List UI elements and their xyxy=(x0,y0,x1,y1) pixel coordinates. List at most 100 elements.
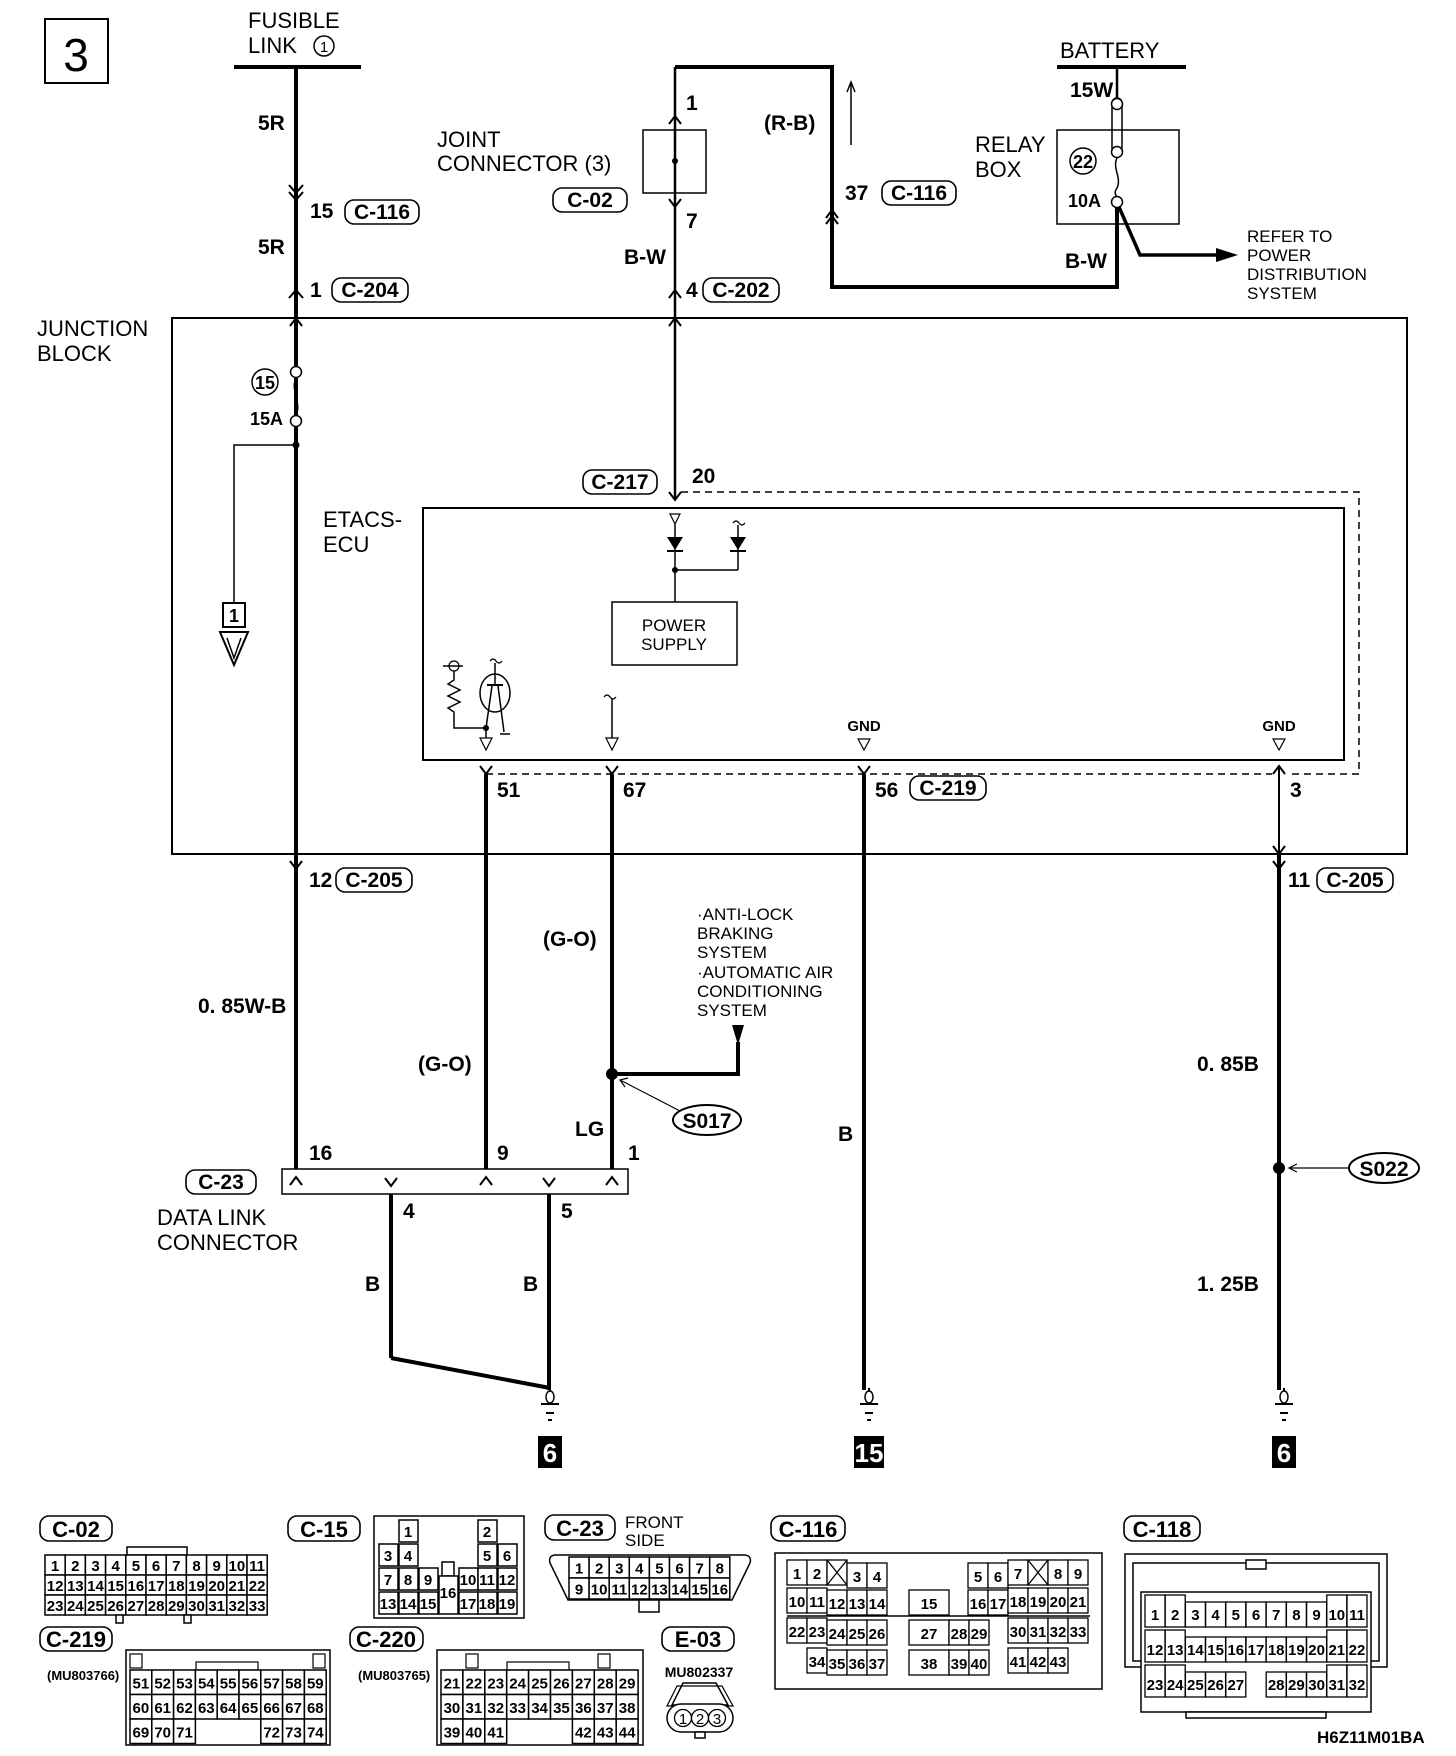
ground-icon xyxy=(864,1390,874,1404)
pin-cell: 20 xyxy=(208,1578,225,1595)
svg-text:11: 11 xyxy=(479,1572,495,1589)
pin-cell: 43 xyxy=(597,1724,614,1741)
pin-cell: 9 xyxy=(213,1558,221,1575)
svg-text:19: 19 xyxy=(499,1596,516,1613)
pin-cell: 4 xyxy=(112,1558,121,1575)
pin-cell: 12 xyxy=(47,1578,64,1595)
wire-label-b-4: B xyxy=(365,1273,380,1296)
pin-cell: 66 xyxy=(263,1700,280,1717)
pin-1-joint: 1 xyxy=(686,92,698,115)
pin-cell: 5 xyxy=(132,1558,140,1575)
pin-cell: 31 xyxy=(208,1598,225,1615)
pin-cell: 6 xyxy=(152,1558,160,1575)
relay-box-label: RELAY xyxy=(975,132,1046,157)
pin-cell: 33 xyxy=(509,1700,526,1717)
pin-cell: 26 xyxy=(107,1598,124,1615)
connector-c217-tag: C-217 xyxy=(591,471,648,494)
pin-cell: 57 xyxy=(263,1675,280,1692)
pin-7-joint: 7 xyxy=(686,210,698,233)
pin-cell: 31 xyxy=(466,1700,483,1717)
pin-cell: 14 xyxy=(671,1582,688,1599)
pin-cell: 13 xyxy=(651,1582,668,1599)
splice-s022-dot xyxy=(1273,1162,1285,1174)
other-systems-text: ·ANTI-LOCK xyxy=(697,905,794,924)
ground-number: 6 xyxy=(1277,1438,1291,1468)
pin-cell: 52 xyxy=(154,1675,171,1692)
pin-cell: 25 xyxy=(531,1675,548,1692)
pin-cell: 60 xyxy=(133,1700,150,1717)
power-supply-label-2: SUPPLY xyxy=(641,635,707,654)
pin-cell: 16 xyxy=(1227,1642,1244,1659)
refer-text: REFER TO xyxy=(1247,227,1332,246)
pin-cell: 5 xyxy=(974,1569,982,1586)
wire-label-go: (G-O) xyxy=(543,928,597,951)
wire-label-125b: 1. 25B xyxy=(1197,1273,1259,1296)
ref-box-num: 1 xyxy=(229,606,239,626)
pin-cell: 21 xyxy=(444,1675,461,1692)
pin-cell: 12 xyxy=(631,1582,648,1599)
pin-cell: 24 xyxy=(829,1626,846,1643)
pin-cell: 4 xyxy=(873,1569,882,1586)
pin-cell: 61 xyxy=(154,1700,171,1717)
pin-cell: 28 xyxy=(597,1675,614,1692)
pin-cell: 26 xyxy=(1207,1677,1224,1694)
c220-part-number: (MU803765) xyxy=(358,1668,430,1683)
svg-text:9: 9 xyxy=(424,1572,432,1589)
fusible-link: FUSIBLE LINK 1 xyxy=(234,8,361,69)
pin-51: 51 xyxy=(497,779,521,802)
svg-text:16: 16 xyxy=(440,1585,457,1602)
connector-c205-tag: C-205 xyxy=(345,869,403,892)
pin-cell: 34 xyxy=(809,1654,826,1671)
other-systems-text-5: CONDITIONING xyxy=(697,982,823,1001)
svg-text:12: 12 xyxy=(499,1572,516,1589)
pin-cell: 18 xyxy=(168,1578,185,1595)
jb-fuse-rating: 15A xyxy=(250,409,283,429)
pin-cell: 32 xyxy=(1050,1624,1067,1641)
wire-label-lg: LG xyxy=(575,1118,604,1141)
arrow-icon xyxy=(1216,248,1238,262)
pin-56: 56 xyxy=(875,779,898,802)
pin-cell: 21 xyxy=(1070,1594,1087,1611)
pin-cell: 16 xyxy=(970,1596,987,1613)
other-systems-text-6: SYSTEM xyxy=(697,1001,767,1020)
pin-cell: 16 xyxy=(128,1578,145,1595)
pin-cell: 8 xyxy=(716,1561,724,1578)
connector-c204-tag: C-204 xyxy=(341,279,399,302)
pin-cell: 34 xyxy=(531,1700,548,1717)
pin-cell: 71 xyxy=(176,1724,193,1741)
pin-cell: 9 xyxy=(1312,1607,1320,1624)
pin-cell: 10 xyxy=(789,1594,806,1611)
ground-number: 6 xyxy=(543,1438,557,1468)
pin-3: 3 xyxy=(1290,779,1302,802)
refer-text-4: SYSTEM xyxy=(1247,284,1317,303)
pin-cell: 53 xyxy=(176,1675,193,1692)
pin-cell: 55 xyxy=(220,1675,237,1692)
pin-cell: 7 xyxy=(1272,1607,1280,1624)
pin-cell: 27 xyxy=(575,1675,592,1692)
pin-cell: 17 xyxy=(1248,1642,1265,1659)
pin-4-c202: 4 xyxy=(686,279,698,302)
splice-s017-label: S017 xyxy=(682,1110,731,1133)
pin-15: 15 xyxy=(310,200,334,223)
pin-cell: 30 xyxy=(1308,1677,1325,1694)
pin-cell: 9 xyxy=(575,1582,583,1599)
pin-cell: 30 xyxy=(444,1700,461,1717)
pin-1-c204: 1 xyxy=(310,279,322,302)
pin-cell: 1 xyxy=(51,1558,59,1575)
pin-cell: 24 xyxy=(509,1675,526,1692)
svg-text:6: 6 xyxy=(503,1548,511,1565)
gnd-label-2: GND xyxy=(1262,718,1296,735)
pin-cell: 37 xyxy=(869,1656,886,1673)
pin-cell: 36 xyxy=(575,1700,592,1717)
pin-cell: 2 xyxy=(813,1566,821,1583)
svg-text:8: 8 xyxy=(404,1572,412,1589)
junction-block-label-2: BLOCK xyxy=(37,341,112,366)
junction-block: JUNCTION BLOCK 15 15A 1 xyxy=(37,316,1408,855)
connector-c205-tag-2: C-205 xyxy=(1326,869,1384,892)
connector-c116-label: C-116 xyxy=(779,1517,838,1542)
dlc-pin-4: 4 xyxy=(403,1200,415,1223)
pin-cell: 2 xyxy=(71,1558,79,1575)
pin-67: 67 xyxy=(623,779,646,802)
